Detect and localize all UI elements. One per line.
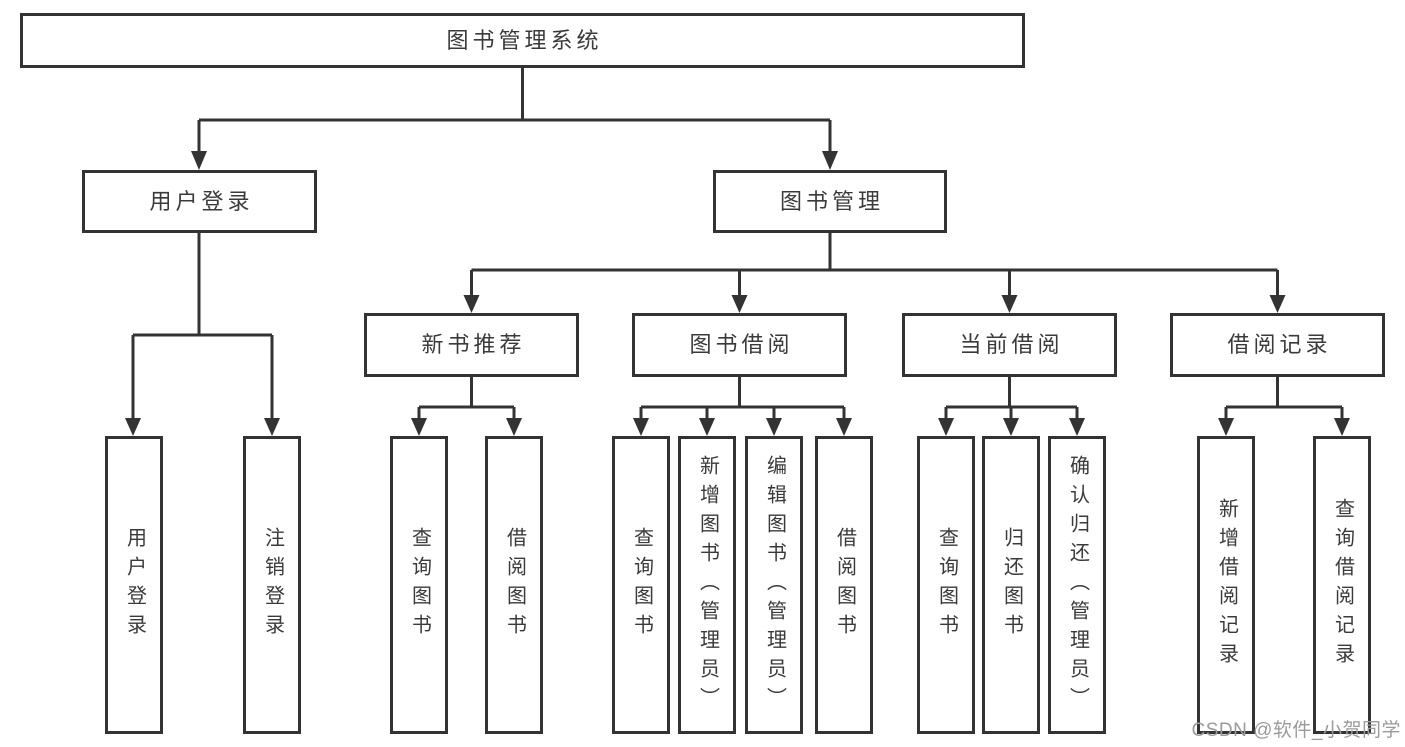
arrow-down-icon [191,151,207,170]
node-book-management: 图书管理 [713,170,947,233]
leaf-user-login: 用户登录 [105,436,163,734]
node-label: 查询图书 [935,527,958,643]
leaf-query-borrow-record: 查询借阅记录 [1313,436,1371,734]
node-label: 图书管理系统 [446,27,603,53]
arrow-down-icon [411,418,427,436]
node-current-borrow: 当前借阅 [902,313,1117,377]
arrow-down-icon [125,418,141,436]
leaf-add-borrow-record: 新增借阅记录 [1197,436,1255,734]
node-label: 借阅图书 [503,527,526,643]
leaf-borrow-books-recommend: 借阅图书 [485,436,543,734]
leaf-query-books-current: 查询图书 [917,436,975,734]
connector-book-management-children [470,233,1279,297]
leaf-confirm-return-admin: 确认归还（管理员） [1048,436,1106,734]
node-label: 当前借阅 [959,332,1064,357]
node-label: 新书推荐 [421,332,526,357]
node-label: 新增借阅记录 [1215,498,1238,672]
node-label: 查询图书 [630,527,653,643]
node-borrow-records: 借阅记录 [1170,313,1385,377]
arrow-down-icon [822,151,838,170]
leaf-edit-book-admin: 编辑图书（管理员） [745,436,803,734]
arrow-down-icon [264,418,280,436]
arrow-down-icon [766,418,782,436]
node-label: 确认归还（管理员） [1066,454,1089,716]
node-label: 归还图书 [1000,527,1023,643]
arrow-down-icon [938,418,954,436]
leaf-borrow-books: 借阅图书 [815,436,873,734]
arrow-down-icon [1001,295,1018,313]
connector-new-book-children [417,377,516,420]
connector-user-login-children [131,233,274,420]
node-label: 借阅图书 [833,527,856,643]
arrow-down-icon [1334,418,1350,436]
connector-borrow-records-children [1224,377,1344,420]
arrow-down-icon [1069,418,1085,436]
node-label: 借阅记录 [1227,332,1332,357]
leaf-query-books-borrow: 查询图书 [612,436,670,734]
node-label: 查询借阅记录 [1331,498,1354,672]
watermark: CSDN @软件_小贺同学 [1191,720,1401,741]
node-user-login: 用户登录 [82,170,317,233]
leaf-return-books: 归还图书 [982,436,1040,734]
node-book-borrow: 图书借阅 [632,313,847,377]
arrow-down-icon [1218,418,1234,436]
node-label: 查询图书 [408,527,431,643]
arrow-down-icon [699,418,715,436]
node-label: 新增图书（管理员） [696,454,719,716]
arrow-down-icon [1003,418,1019,436]
arrow-down-icon [836,418,852,436]
node-label: 用户登录 [123,527,146,643]
node-new-book-recommend: 新书推荐 [364,313,579,377]
connector-root-to-level2 [197,68,832,154]
arrow-down-icon [633,418,649,436]
leaf-logout: 注销登录 [243,436,301,734]
node-label: 用户登录 [149,188,254,214]
node-label: 图书借阅 [689,332,794,357]
node-label: 编辑图书（管理员） [763,454,786,716]
leaf-query-books-recommend: 查询图书 [390,436,448,734]
node-book-management-system: 图书管理系统 [20,13,1025,68]
arrow-down-icon [463,295,480,313]
node-label: 注销登录 [261,527,284,643]
leaf-add-book-admin: 新增图书（管理员） [678,436,736,734]
node-label: 图书管理 [779,188,884,214]
connector-current-borrow-children [944,377,1079,420]
connector-book-borrow-children [639,377,846,420]
arrow-down-icon [1269,295,1286,313]
arrow-down-icon [731,295,748,313]
arrow-down-icon [506,418,522,436]
